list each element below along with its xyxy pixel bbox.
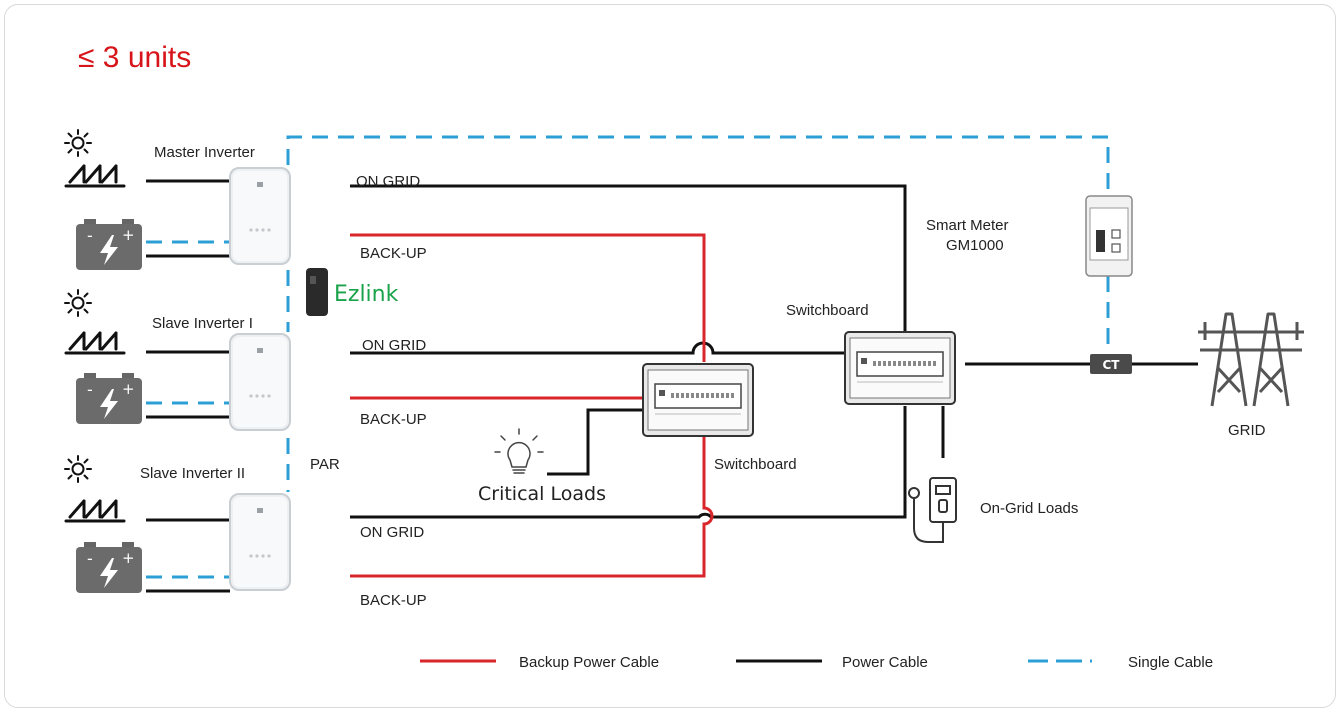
slave1-backup-label: BACK-UP — [360, 411, 427, 428]
smart-meter-icon — [1085, 195, 1133, 277]
master-backup-label: BACK-UP — [360, 245, 427, 262]
light-bulb-icon — [494, 428, 544, 474]
backup-switchboard-icon — [642, 363, 754, 437]
on-grid-loads-label: On-Grid Loads — [980, 500, 1078, 517]
sun-icon — [64, 455, 92, 483]
battery-icon — [76, 542, 142, 593]
par-label: PAR — [310, 456, 340, 473]
ct-sensor-icon: CT — [1090, 354, 1132, 374]
legend-single-label: Single Cable — [1128, 654, 1213, 671]
critical-loads-label: Critical Loads — [478, 483, 606, 505]
main-switchboard-label: Switchboard — [786, 302, 869, 319]
legend: Backup Power Cable Power Cable Single Ca… — [420, 654, 1213, 671]
sun-icon — [64, 129, 92, 157]
slave-inverter-1-icon — [229, 333, 291, 431]
solar-panel-icon — [64, 499, 126, 523]
ezlink-dongle-icon — [306, 268, 328, 316]
backup-switchboard-label: Switchboard — [714, 456, 797, 473]
legend-power-label: Power Cable — [842, 654, 928, 671]
slave-inverter-2-icon — [229, 493, 291, 591]
grid-tower-icon — [1198, 312, 1304, 407]
backup-cables — [350, 233, 714, 578]
heading: ≤ 3 units — [78, 41, 191, 74]
ezlink-label: Ezlink — [334, 282, 399, 307]
smart-meter-label-2: GM1000 — [946, 237, 1004, 254]
solar-panel-icon — [64, 164, 126, 188]
legend-backup-label: Backup Power Cable — [519, 654, 659, 671]
single-cables — [146, 135, 1110, 579]
grid-label: GRID — [1228, 422, 1266, 439]
slave2-backup-label: BACK-UP — [360, 592, 427, 609]
smart-meter-label-1: Smart Meter — [926, 217, 1009, 234]
master-inverter-label: Master Inverter — [154, 144, 255, 161]
master-on-grid-label: ON GRID — [356, 173, 420, 190]
ev-charger-icon — [908, 477, 957, 543]
master-inverter-icon — [229, 167, 291, 265]
solar-panel-icon — [64, 331, 126, 355]
main-switchboard-icon — [844, 331, 956, 405]
sun-icon — [64, 289, 92, 317]
slave2-on-grid-label: ON GRID — [360, 524, 424, 541]
battery-icon — [76, 373, 142, 424]
slave-inverter-1-label: Slave Inverter I — [152, 315, 253, 332]
ct-label: CT — [1103, 358, 1121, 372]
battery-icon — [76, 219, 142, 270]
slave1-on-grid-label: ON GRID — [362, 337, 426, 354]
slave-inverter-2-label: Slave Inverter II — [140, 465, 245, 482]
